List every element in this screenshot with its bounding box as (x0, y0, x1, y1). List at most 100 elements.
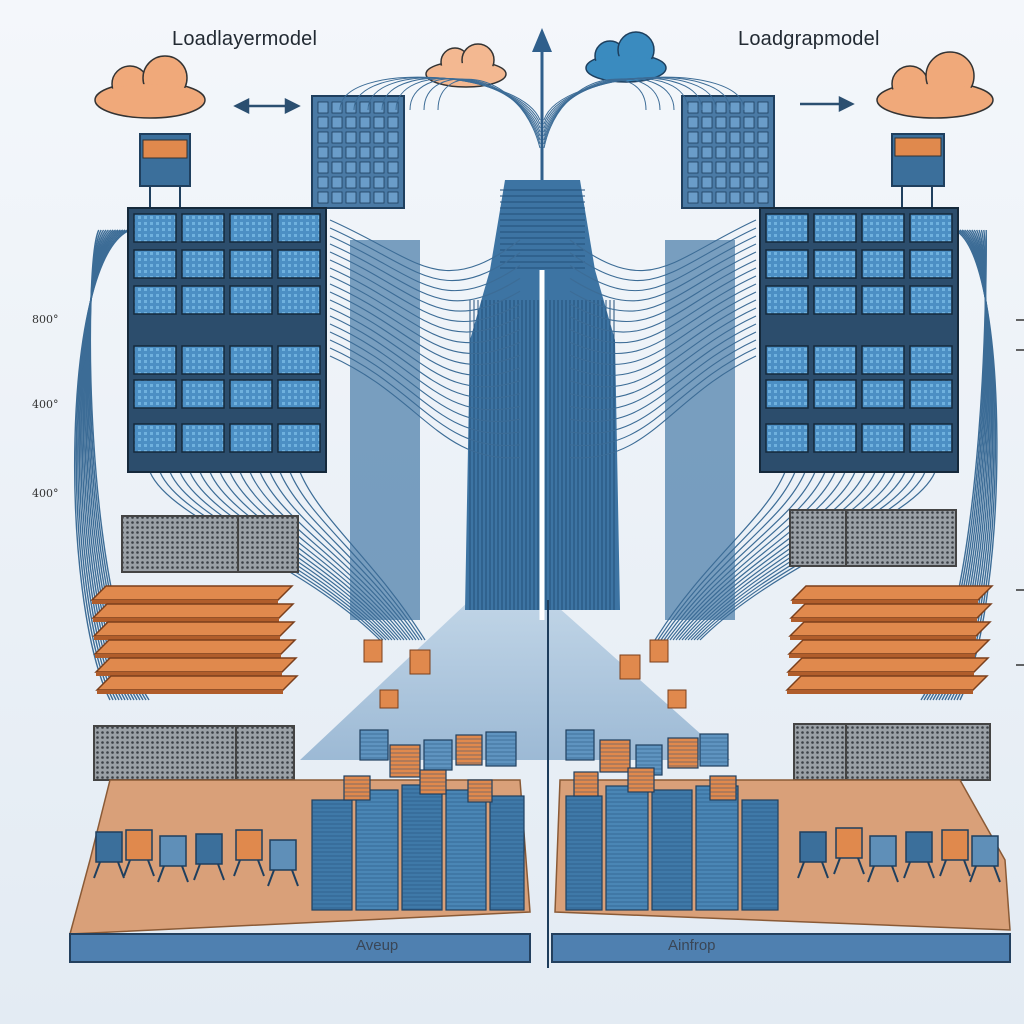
left-server-tower (127, 207, 327, 473)
crate-stack (455, 734, 483, 766)
server-panel (909, 213, 953, 243)
machine (125, 829, 153, 861)
server-panel (861, 423, 905, 453)
crate-stack (485, 731, 517, 767)
crate-stack (741, 799, 779, 911)
server-panel (909, 285, 953, 315)
top-rack-left (311, 95, 405, 209)
server-panel (229, 423, 273, 453)
right-base-label: Ainfrop (668, 937, 716, 954)
server-panel (765, 285, 809, 315)
left-orange-slabs (90, 585, 299, 694)
machine (971, 835, 999, 867)
connector-box (363, 639, 383, 663)
server-panel (181, 249, 225, 279)
cloud-icon (94, 55, 206, 119)
connector-box (619, 654, 641, 680)
connector-box (667, 689, 687, 709)
double-arrow-icon (233, 97, 301, 115)
server-panel (229, 213, 273, 243)
crate-stack (695, 785, 739, 911)
server-panel (181, 285, 225, 315)
crate-stack (565, 729, 595, 761)
crate-stack (467, 779, 493, 803)
server-panel (277, 249, 321, 279)
center-floor (300, 600, 730, 760)
server-panel (909, 249, 953, 279)
crate-stack (389, 744, 421, 778)
server-panel (861, 213, 905, 243)
server-panel (181, 379, 225, 409)
server-panel (229, 345, 273, 375)
cloud-icon (876, 51, 994, 119)
crate-stack (699, 733, 729, 767)
right-top-device (891, 133, 945, 208)
machine (269, 839, 297, 871)
cloud-icon (585, 31, 667, 83)
right-back-building (665, 240, 735, 620)
server-panel (909, 423, 953, 453)
server-panel (229, 285, 273, 315)
crate-stack (627, 767, 655, 793)
server-panel (277, 379, 321, 409)
connector-box (649, 639, 669, 663)
crate-stack (489, 795, 525, 911)
server-panel (765, 249, 809, 279)
server-panel (133, 379, 177, 409)
left-mesh-lower (93, 725, 295, 781)
crate-stack (573, 771, 599, 797)
right-orange-slabs (785, 585, 994, 694)
server-panel (861, 285, 905, 315)
crate-stack (359, 729, 389, 761)
left-mesh-upper (121, 515, 299, 573)
left-title: Loadlayermodel (172, 28, 318, 50)
machine (195, 833, 223, 865)
server-panel (765, 423, 809, 453)
crate-stack (605, 785, 649, 911)
machine (799, 831, 827, 863)
crate-stack (667, 737, 699, 769)
machine (835, 827, 863, 859)
server-panel (277, 213, 321, 243)
crate-stack (355, 789, 399, 911)
crate-stack (311, 799, 353, 911)
server-panel (765, 213, 809, 243)
server-panel (133, 285, 177, 315)
crate-stack (401, 784, 443, 911)
server-panel (181, 213, 225, 243)
up-arrow-icon (532, 28, 552, 52)
server-panel (133, 213, 177, 243)
crate-stack (343, 775, 371, 801)
left-base-label: Aveup (356, 937, 399, 954)
server-panel (133, 249, 177, 279)
server-panel (813, 345, 857, 375)
server-panel (861, 345, 905, 375)
server-panel (229, 249, 273, 279)
right-title: Loadgrapmodel (738, 28, 880, 50)
machine (235, 829, 263, 861)
right-mesh-lower (793, 723, 991, 781)
server-panel (813, 285, 857, 315)
right-mesh-upper (789, 509, 957, 567)
server-panel (181, 423, 225, 453)
machine (905, 831, 933, 863)
server-panel (813, 379, 857, 409)
server-panel (813, 213, 857, 243)
connector-box (379, 689, 399, 709)
machine (941, 829, 969, 861)
server-panel (765, 345, 809, 375)
axis-label: 400° (32, 398, 59, 411)
axis-label: 800° (32, 313, 59, 326)
server-panel (229, 379, 273, 409)
server-panel (181, 345, 225, 375)
machine (159, 835, 187, 867)
server-panel (861, 249, 905, 279)
axis-label: 400° (32, 487, 59, 500)
crate-stack (565, 795, 603, 911)
server-panel (277, 345, 321, 375)
top-rack-right (681, 95, 775, 209)
server-panel (909, 379, 953, 409)
server-panel (765, 379, 809, 409)
